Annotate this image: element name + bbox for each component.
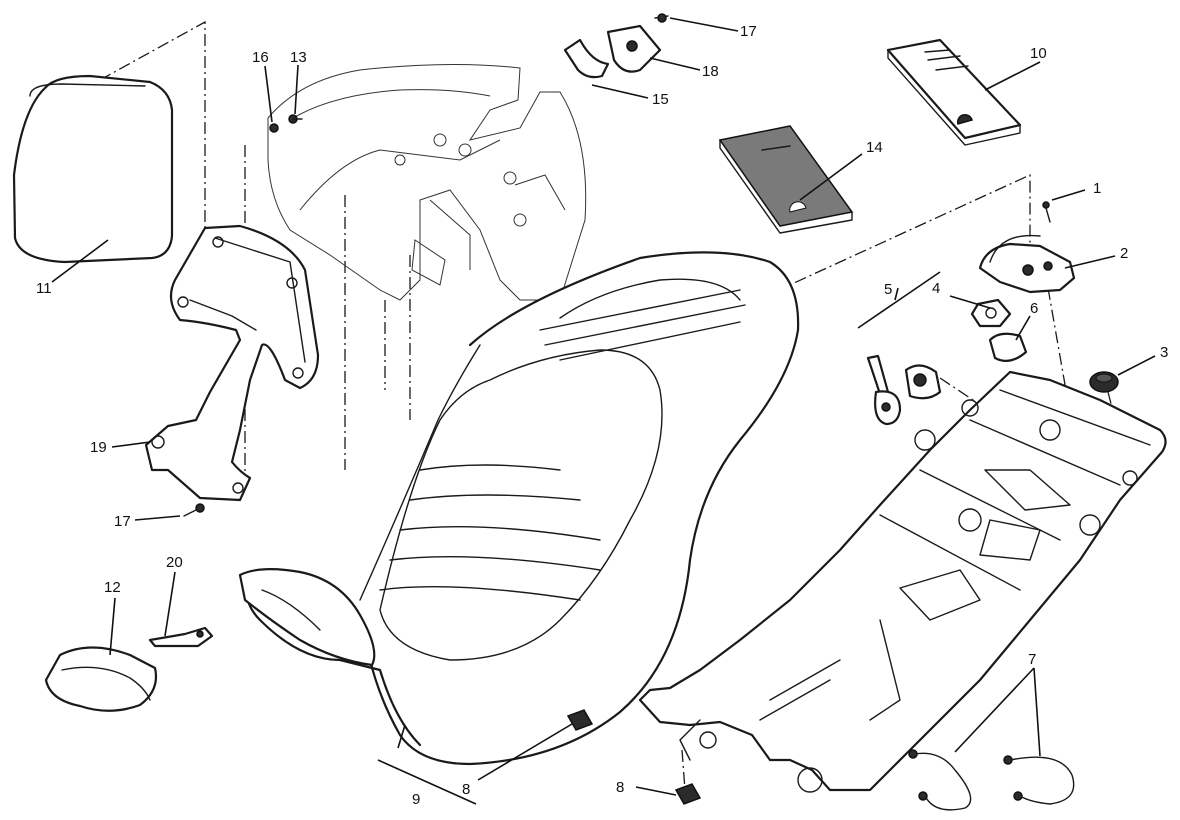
callout-8-frame: 8 [616,779,624,796]
callout-13: 13 [290,49,307,66]
spring-clip [148,626,214,648]
spring-washer [988,332,1028,363]
callout-9: 9 [412,791,420,808]
callout-2: 2 [1120,245,1128,262]
callout-20: 20 [166,554,183,571]
callout-11: 11 [36,280,52,297]
callout-3: 3 [1160,344,1168,361]
callout-16: 16 [252,49,269,66]
owners-manual [886,38,1022,146]
callout-15: 15 [652,91,669,108]
lock-nut [970,298,1012,328]
callout-12: 12 [104,579,121,596]
callout-6: 6 [1030,300,1038,317]
callout-18: 18 [702,63,719,80]
backrest-pad [12,74,174,264]
callout-17-bottom: 17 [114,513,131,530]
key-and-lock [866,354,942,426]
rubber-pad-frame [674,783,702,805]
callout-17-top: 17 [740,23,757,40]
leader-lines [51,17,1156,805]
callout-7: 7 [1028,651,1036,668]
seat [238,251,800,766]
ground-cables [908,749,1075,811]
callout-4: 4 [932,280,940,297]
screw-and-washer [269,114,303,133]
latch-clip-assembly [563,13,669,79]
callout-10: 10 [1030,45,1047,62]
tool-pouch [718,125,854,234]
callout-labels: 1 2 3 4 5 6 7 8 8 9 10 11 12 13 14 15 16… [36,23,1168,808]
rear-tail-body [267,63,587,301]
callout-5: 5 [884,281,892,298]
callout-8-seat: 8 [462,781,470,798]
grab-bracket [144,224,320,502]
callout-19: 19 [90,439,107,456]
bracket-screw [183,503,205,517]
cushion-pad [44,646,158,712]
callout-14: 14 [866,139,883,156]
latch-mechanism [978,201,1076,294]
rubber-pad-seat [566,709,594,731]
seat-subframe [638,370,1167,793]
callout-1: 1 [1093,180,1101,197]
rubber-grommet [1089,371,1119,393]
